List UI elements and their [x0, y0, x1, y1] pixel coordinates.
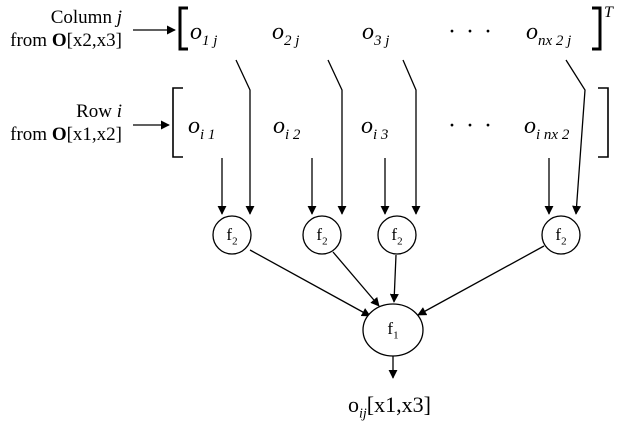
column-element-1: o1 j	[190, 19, 218, 49]
f1-node-label: f1	[387, 319, 399, 342]
row-element-4: oi nx 2	[524, 113, 570, 143]
f2-node-2	[302, 215, 342, 255]
f2-to-f1-edge-3	[389, 254, 399, 303]
column-edge-3	[402, 59, 421, 215]
column-element-3: o3 j	[362, 19, 390, 49]
f2-to-f1-edge-1	[249, 249, 371, 317]
f2-node-4	[541, 215, 581, 255]
row-element-3: oi 3	[361, 113, 389, 143]
f2-to-f1-edge-4	[417, 245, 545, 316]
transpose-symbol: T	[604, 4, 613, 21]
column-label-line2: from O[x2,x3]	[10, 30, 122, 51]
row-ellipsis: · · ·	[448, 113, 494, 139]
column-edge-2	[327, 59, 347, 215]
row-element-2: oi 2	[273, 113, 301, 143]
f2-node-label-3: f2	[391, 225, 403, 248]
f2-node-label-2: f2	[316, 225, 328, 248]
column-label-line1: Column j	[50, 7, 122, 28]
column-element-4: onx 2 j	[526, 19, 572, 49]
output-label: oij[x1,x3]	[348, 392, 431, 422]
row-vector-right-bracket	[598, 87, 609, 158]
f2-node-label-1: f2	[226, 225, 238, 248]
row-element-1: oi 1	[188, 113, 216, 143]
column-element-2: o2 j	[272, 19, 300, 49]
f2-to-f1-edge-2	[332, 251, 380, 307]
f2-node-1	[212, 215, 252, 255]
column-label: Column j from O[x2,x3]	[10, 6, 122, 52]
column-ellipsis: · · ·	[448, 19, 494, 45]
column-edge-1	[235, 59, 255, 215]
column-vector-left-bracket	[178, 6, 188, 51]
f2-node-3	[377, 215, 417, 255]
column-vector-right-bracket	[592, 6, 602, 51]
row-label: Row i from O[x1,x2]	[10, 100, 122, 146]
row-label-line1: Row i	[76, 101, 122, 122]
f2-node-label-4: f2	[555, 225, 567, 248]
column-edge-4	[565, 59, 586, 215]
row-label-line2: from O[x1,x2]	[10, 124, 122, 145]
row-vector-left-bracket	[172, 87, 183, 158]
